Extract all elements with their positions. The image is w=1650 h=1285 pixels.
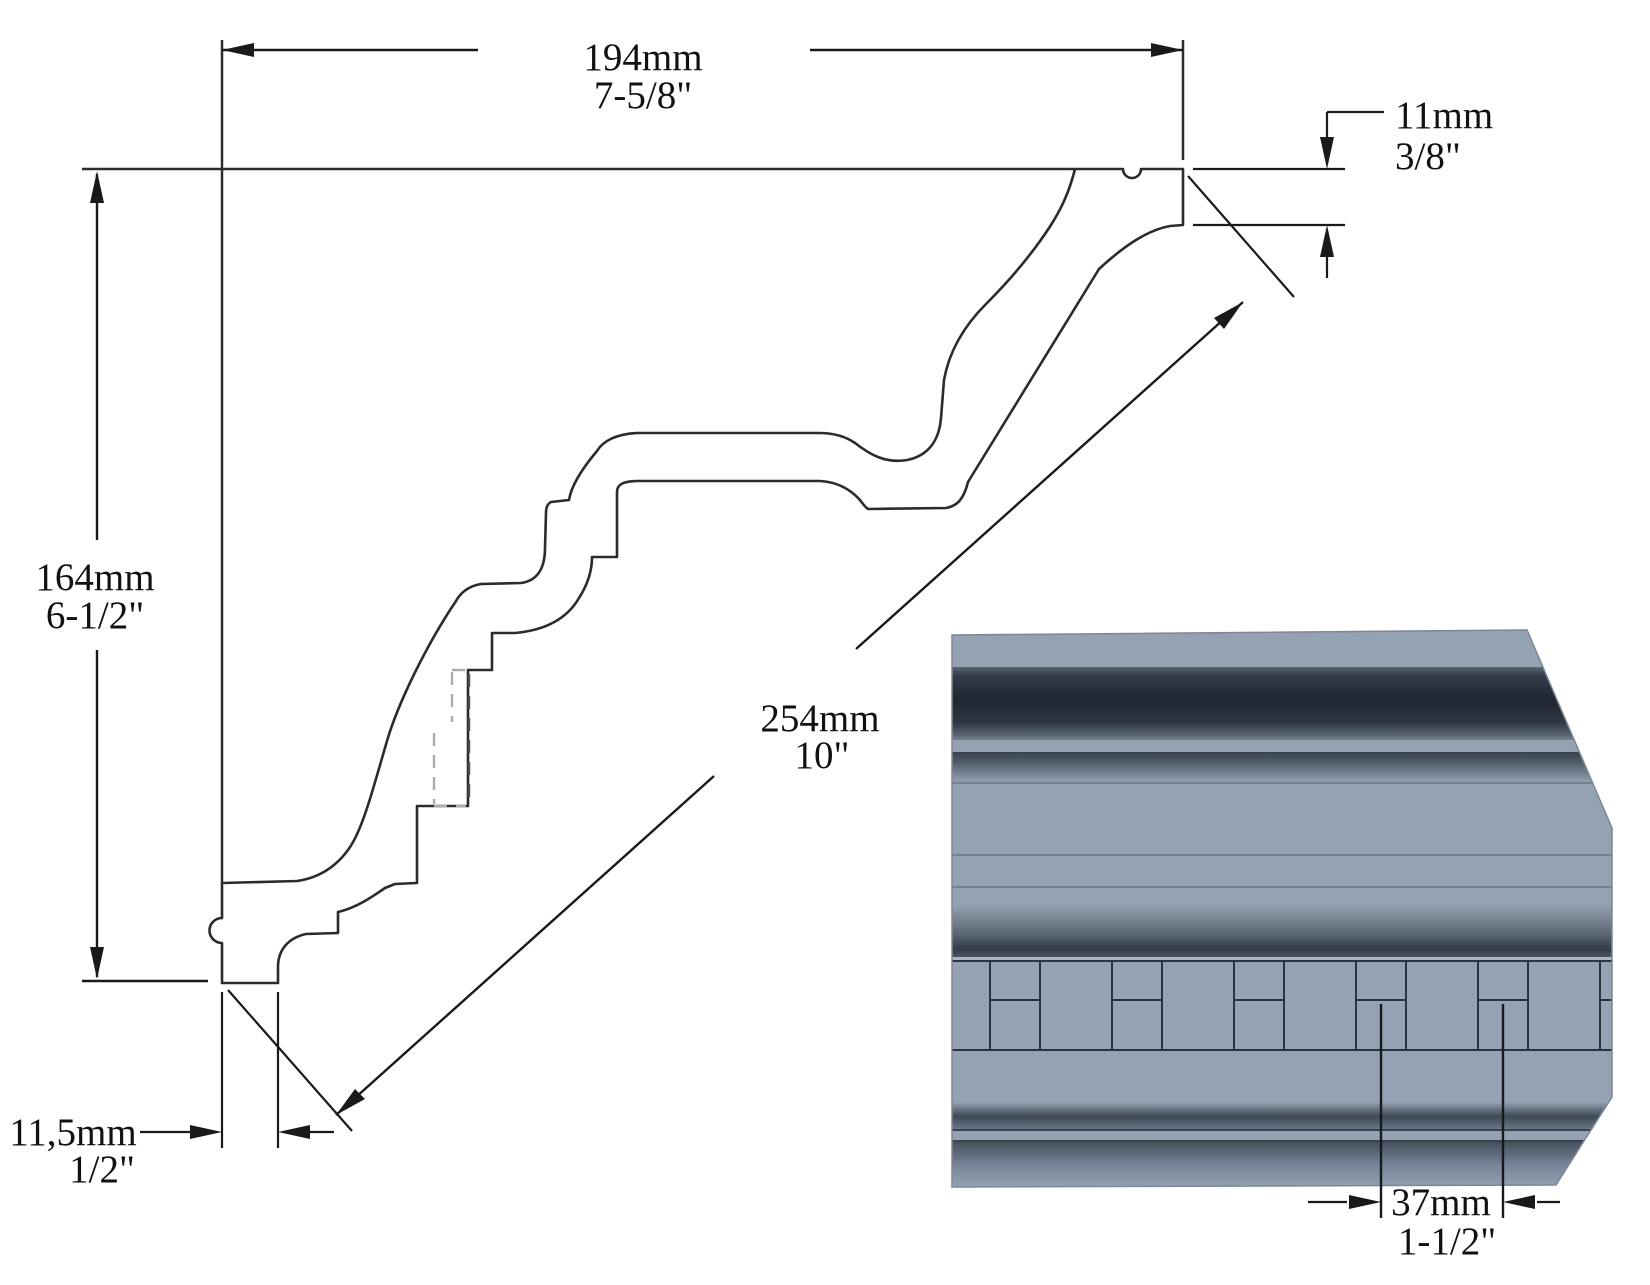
hidden-groove-dashed [432, 668, 471, 808]
dim-height-imperial: 6-1/2" [46, 594, 144, 637]
crown-profile-outline [208, 167, 1185, 985]
arrowhead-right-icon [1151, 43, 1183, 57]
dim-top-edge-imperial: 3/8" [1395, 135, 1461, 178]
arrowhead-up-icon [1320, 225, 1334, 257]
arrowhead-left-icon [278, 1125, 310, 1139]
render-bottom-bead [952, 1141, 1612, 1185]
dim-dentil-spacing: 37mm 1-1/2" [1308, 1004, 1560, 1263]
construction-lines [82, 40, 1185, 883]
arrowhead-right-icon [190, 1125, 222, 1139]
dim-width-imperial: 7-5/8" [594, 74, 692, 117]
dim-face-metric: 254mm [760, 697, 879, 740]
dim-overall-width: 194mm 7-5/8" [222, 36, 1183, 117]
arrowhead-down-icon [90, 947, 104, 979]
dim-top-edge-metric: 11mm [1395, 94, 1493, 137]
arrowhead-downleft-icon [336, 1089, 365, 1115]
arrowhead-up-icon [90, 171, 104, 203]
dim-height-metric: 164mm [35, 556, 154, 599]
dim-dentil-metric: 37mm [1391, 1181, 1491, 1224]
arrowhead-down-icon [1320, 137, 1334, 169]
dim-thickness-imperial: 1/2" [69, 1148, 135, 1191]
molding-3d-render [951, 629, 1613, 1188]
render-lower-cove [952, 1103, 1612, 1130]
arrowhead-left-icon [222, 43, 254, 57]
render-top-cove [952, 667, 1612, 740]
render-mid-cove [952, 905, 1612, 957]
dim-dentil-imperial: 1-1/2" [1398, 1220, 1496, 1263]
dim-width-metric: 194mm [583, 36, 702, 79]
render-outline [951, 629, 1613, 1188]
arrowhead-upright-icon [1214, 302, 1243, 329]
dim-face-imperial: 10" [795, 734, 850, 777]
arrowhead-right-icon [1349, 1195, 1381, 1209]
dim-top-edge: 11mm 3/8" [1193, 94, 1493, 278]
dim-overall-height: 164mm 6-1/2" [35, 171, 208, 983]
render-bead [952, 752, 1612, 782]
dim-diagonal-face: 254mm 10" [227, 175, 1295, 1132]
arrowhead-left-icon [1503, 1195, 1535, 1209]
dim-thickness-metric: 11,5mm [9, 1111, 136, 1154]
dim-bottom-thickness: 11,5mm 1/2" [9, 992, 334, 1191]
